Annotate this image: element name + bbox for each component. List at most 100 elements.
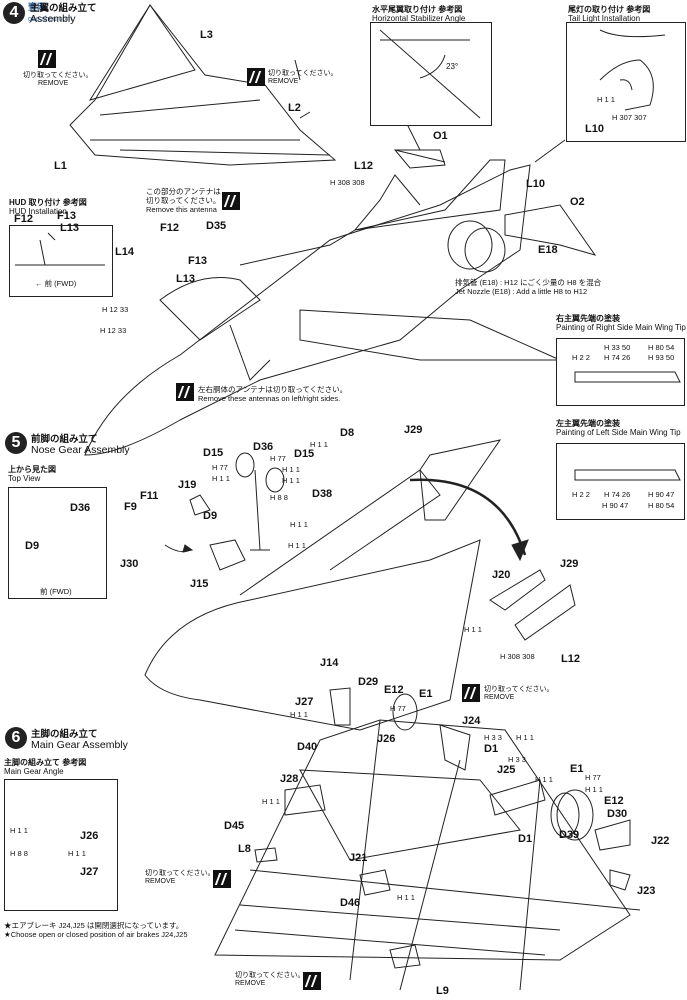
airbrake-note: ★エアブレーキ J24,J25 は開閉選択になっています。★Choose ope… [4,921,188,939]
paint-callout: H 8 8 [10,849,28,858]
part-label: D29 [358,676,379,688]
stabilizer-o2 [504,204,597,256]
paint-callout: H 12 33 [100,326,127,335]
remove-note-1: 切り取ってください。REMOVE [23,72,93,87]
part-label: E12 [384,684,404,696]
part-label: J29 [404,424,423,436]
part-label: J28 [280,773,299,785]
part-label: J27 [295,696,314,708]
part-label: D1 [518,833,533,845]
part-label: L13 [176,273,195,285]
paint-callout: H 308 308 [330,178,365,187]
part-label: L3 [200,29,213,41]
part-label: O1 [433,130,448,142]
part-label: D46 [340,897,361,909]
part-label: F11 [140,490,159,502]
part-label: J29 [560,558,579,570]
nose-section-outline [144,539,481,731]
part-label: E1 [570,763,584,775]
part-label: J21 [349,852,368,864]
part-label: J15 [190,578,209,590]
part-label: L1 [54,160,67,172]
step-5-number: 5 [5,432,27,454]
paint-callout: H 1 1 [585,785,603,794]
part-label: J27 [80,866,99,878]
paint-callout: H 12 33 [102,305,129,314]
part-label: L2 [288,102,301,114]
part-label: J30 [120,558,139,570]
cut-remove-icon [222,192,240,210]
part-label: J26 [377,733,396,745]
part-label: L14 [115,246,134,258]
cut-remove-icon [176,383,194,401]
part-label: L8 [238,843,251,855]
part-label: D39 [559,829,580,841]
part-label: D36 [70,502,91,514]
part-label: L10 [585,123,604,135]
antenna-remove-note: この部分のアンテナは切り取ってください。Remove this antenna [146,187,221,214]
nose-wheel-right [265,467,285,493]
part-label: J14 [320,657,339,669]
left-wingtip-box [556,443,685,520]
nozzle-e18 [464,227,506,273]
part-label: L9 [436,985,449,997]
wing-l3-panel [88,4,196,101]
paint-callout: H 2 2 [572,490,590,499]
part-label: E18 [538,244,558,256]
part-label: J20 [492,569,511,581]
part-label: J22 [651,835,670,847]
part-label: D36 [253,441,274,453]
part-label: L13 [60,222,79,234]
part-label: J25 [497,764,516,776]
paint-callout: H 1 1 [516,733,534,742]
paint-callout: H 1 1 [68,849,86,858]
part-label: F12 [14,213,33,225]
paint-callout: H 77 [270,454,286,463]
remove-note-2: 切り取ってください。REMOVE [268,70,338,85]
cut-remove-icon [247,68,265,86]
part-label: J26 [80,830,99,842]
part-label: E1 [419,688,433,700]
main-gear-angle-box [4,779,118,911]
paint-callout: H 77 [585,773,601,782]
part-label: F13 [188,255,207,267]
part-label: L12 [561,653,580,665]
paint-callout: H 1 1 [310,440,328,449]
main-wheel [556,789,594,841]
part-label: D45 [224,820,245,832]
part-label: D8 [340,427,355,439]
panel-j20 [489,569,546,611]
paint-callout: H 308 308 [500,652,535,661]
part-label: J23 [637,885,656,897]
part-label: D1 [484,743,499,755]
cut-remove-icon [462,684,480,702]
cut-remove-icon [38,50,56,68]
tail-fin [354,159,506,231]
part-label: D9 [25,540,40,552]
part-label: D15 [203,447,224,459]
remove-note-5: 切り取ってください。REMOVE [235,972,305,987]
paint-callout: H 307 307 [612,113,647,122]
paint-callout: H 77 [212,463,228,472]
part-label: D35 [206,220,227,232]
part-label: D38 [312,488,333,500]
paint-callout: H 1 1 [535,775,553,784]
part-label: D9 [203,510,218,522]
paint-callout: H 1 1 [212,474,230,483]
part-label: F12 [160,222,179,234]
stabilizer-angle-value: 23° [446,62,459,71]
main-gear-bay-outline [214,719,631,961]
paint-callout: H 1 1 [397,893,415,902]
paint-callout: H 2 2 [572,353,590,362]
cut-remove-icon [213,870,231,888]
nose-wheel-left [235,452,255,478]
fuselage-outline [84,164,531,456]
paint-callout: H 33 50 [604,343,631,352]
